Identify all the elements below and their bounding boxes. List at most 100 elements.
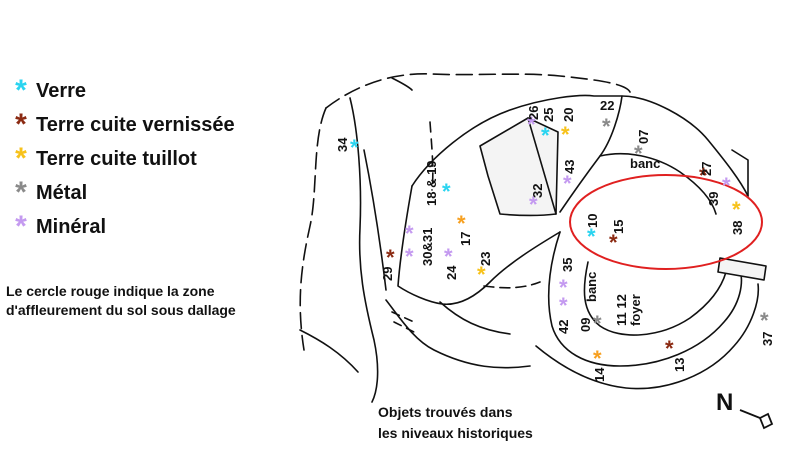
find-marker-30-31b: * <box>405 244 414 269</box>
find-marker-13: * <box>665 336 674 361</box>
find-marker-10: * <box>587 224 596 249</box>
find-number: 07 <box>636 130 651 144</box>
find-number: 27 <box>699 162 714 176</box>
find-number: 42 <box>556 320 571 334</box>
legend-label: Minéral <box>36 215 107 238</box>
find-marker-17: * <box>457 211 466 236</box>
zone-note-line1: Le cercle rouge indique la zone <box>6 283 215 299</box>
asterisk-icon: * <box>15 176 27 209</box>
banc-arc-cap <box>731 149 749 197</box>
dash-frag-1 <box>483 281 541 289</box>
outer-boundary-top <box>391 77 413 91</box>
find-marker-23: * <box>477 262 486 287</box>
lower-passage-2 <box>439 301 511 335</box>
caption: Objets trouvés dans les niveaux historiq… <box>378 402 533 444</box>
find-number: 35 <box>560 258 575 272</box>
find-number: 14 <box>592 367 607 382</box>
dash-frag-3 <box>429 121 434 191</box>
find-marker-39: * <box>722 173 731 198</box>
find-number: 39 <box>706 192 721 206</box>
north-arrow: N <box>716 389 774 430</box>
find-markers: * * * * * * * * * * * * * * * * * * * * … <box>350 112 769 371</box>
filled-block <box>479 117 559 217</box>
south-curve-inner <box>583 261 727 336</box>
find-marker-26: * <box>527 112 536 137</box>
find-marker-37: * <box>760 308 769 333</box>
find-marker-18-19: * <box>442 179 451 204</box>
find-numbers: 34 26 25 20 22 07 43 27 39 38 18 & 19 32… <box>335 98 775 382</box>
zone-circle <box>569 174 763 270</box>
find-number: 17 <box>458 232 473 246</box>
zone-note: Le cercle rouge indique la zone d'affleu… <box>6 282 236 320</box>
find-number: 23 <box>478 252 493 266</box>
legend-label: Terre cuite tuillot <box>36 147 197 170</box>
asterisk-icon: * <box>15 74 27 107</box>
legend-item-terre-cuite-vernissee: * Terre cuite vernissée <box>8 108 235 142</box>
find-number: 10 <box>585 214 600 228</box>
find-number: 24 <box>444 265 459 280</box>
legend-label: Terre cuite vernissée <box>36 113 235 136</box>
find-marker-43: * <box>563 171 572 196</box>
find-marker-07: * <box>634 141 643 166</box>
find-marker-14: * <box>593 346 602 371</box>
lower-passage <box>385 299 531 369</box>
find-marker-35b: * <box>559 293 568 318</box>
find-number: 38 <box>730 221 745 235</box>
legend-label: Verre <box>36 79 87 102</box>
find-marker-30-31: * <box>405 221 414 246</box>
find-marker-29: * <box>386 245 395 270</box>
find-number: 11 12 <box>614 294 629 326</box>
label-banc-left: banc <box>584 272 599 302</box>
find-number: 22 <box>600 98 614 113</box>
find-marker-09: * <box>593 311 602 336</box>
find-marker-25: * <box>541 123 550 148</box>
legend-item-mineral: * Minéral <box>8 210 235 244</box>
outer-boundary-dashed <box>325 73 631 109</box>
legend-label: Métal <box>36 181 88 204</box>
outer-boundary-dashed-left <box>299 107 327 351</box>
caption-line2: les niveaux historiques <box>378 425 533 441</box>
dash-frag-2 <box>391 311 415 333</box>
find-number: 18 & 19 <box>424 160 439 206</box>
north-label: N <box>716 389 733 416</box>
find-marker-34: * <box>350 135 359 160</box>
east-slab <box>717 257 767 281</box>
legend-item-metal: * Métal <box>8 176 235 210</box>
caption-line1: Objets trouvés dans <box>378 404 513 420</box>
find-marker-27: * <box>699 163 708 188</box>
divider-line <box>527 117 557 215</box>
asterisk-icon: * <box>15 142 27 175</box>
find-number: 20 <box>561 108 576 122</box>
find-number: 15 <box>611 220 626 234</box>
find-number: 34 <box>335 137 350 152</box>
find-number: 26 <box>526 106 541 120</box>
find-number: 29 <box>380 267 395 281</box>
find-number: 32 <box>530 184 545 198</box>
west-wall <box>349 97 379 403</box>
asterisk-icon: * <box>15 210 27 243</box>
label-banc-top: banc <box>630 156 660 171</box>
asterisk-icon: * <box>15 108 27 141</box>
plan-walls <box>299 73 767 403</box>
legend: * Verre * Terre cuite vernissée * Terre … <box>8 74 235 244</box>
find-marker-20: * <box>561 122 570 147</box>
find-marker-15: * <box>609 230 618 255</box>
legend-item-terre-cuite-tuillot: * Terre cuite tuillot <box>8 142 235 176</box>
legend-item-verre: * Verre <box>8 74 235 108</box>
find-number: 13 <box>672 358 687 372</box>
zone-note-line2: d'affleurement du sol sous dallage <box>6 302 236 318</box>
find-number: 25 <box>541 108 556 122</box>
banc-arc-outer <box>621 95 749 197</box>
find-number: 30&31 <box>420 228 435 266</box>
label-foyer: foyer <box>628 294 643 326</box>
north-arrow-icon <box>739 409 774 430</box>
find-number: 43 <box>562 160 577 174</box>
find-marker-32: * <box>529 192 538 217</box>
find-number: 09 <box>578 318 593 332</box>
find-marker-38: * <box>732 197 741 222</box>
find-number: 37 <box>760 332 775 346</box>
room-main <box>411 94 623 213</box>
south-curve-outer <box>547 231 743 367</box>
south-curve-lower <box>535 283 760 390</box>
